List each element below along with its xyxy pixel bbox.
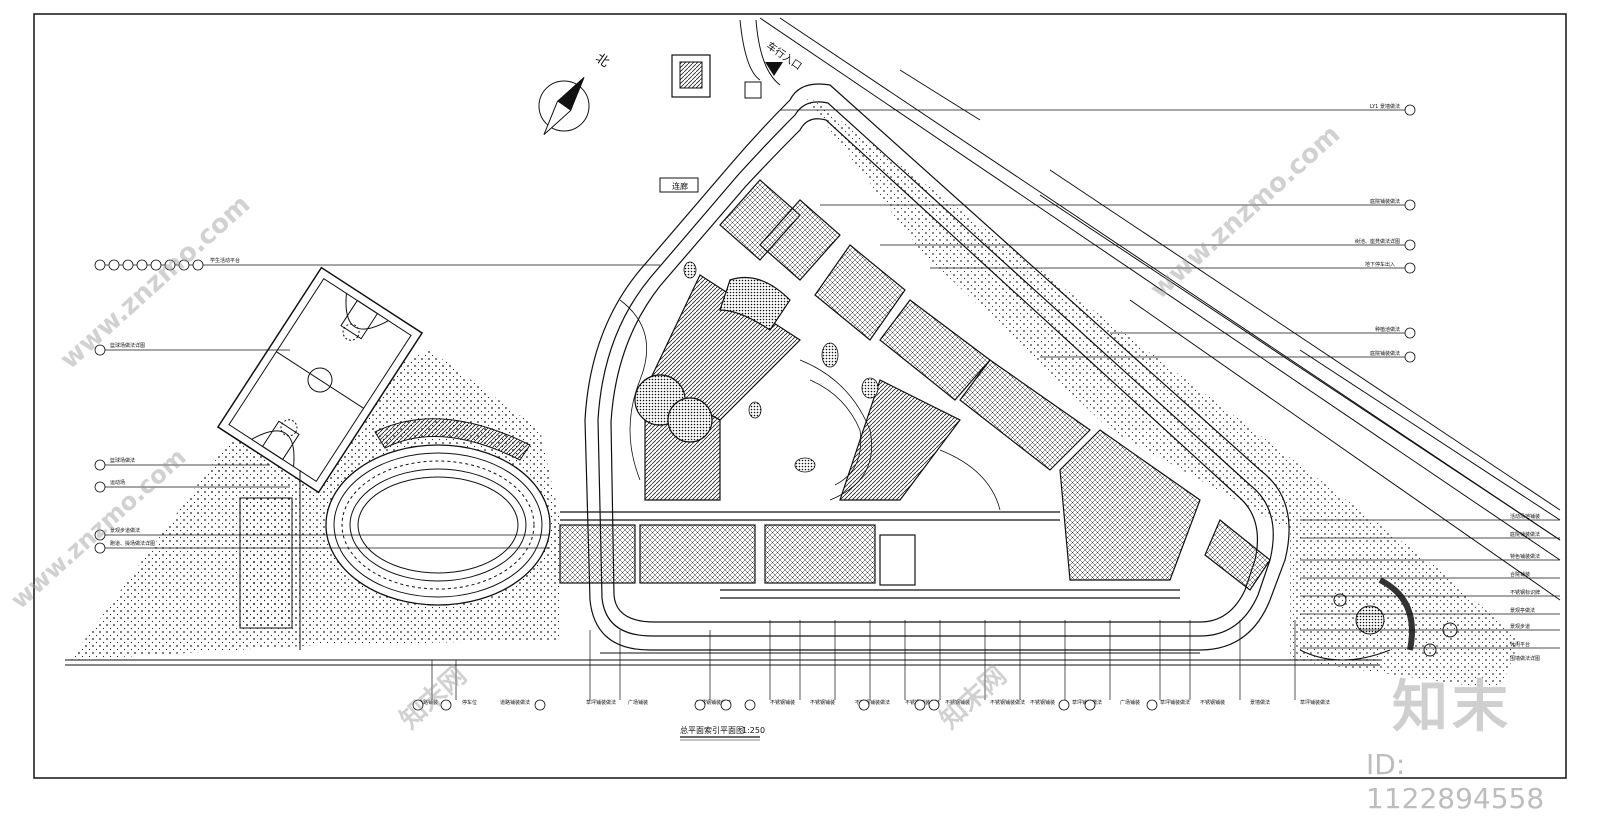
north-arrow-icon bbox=[538, 76, 590, 136]
callout-l-2: 运动场 bbox=[110, 479, 125, 486]
callout-r-3: 地下停车出入 bbox=[1365, 261, 1395, 268]
north-label: 北 bbox=[592, 51, 611, 71]
callout-b-16: 不锈钢铺装 bbox=[1200, 699, 1225, 706]
campus-ring-road bbox=[584, 83, 1290, 651]
callout-b-1: 停车位 bbox=[462, 699, 477, 706]
courtyard-contours bbox=[619, 261, 1001, 511]
callout-r-1: 庭院铺装做法 bbox=[1370, 198, 1400, 205]
callout-left-labels: 篮球场做法详图 篮球场做法 运动场 学生活动平台 景观步道做法 跑道、操场做法详… bbox=[110, 257, 240, 547]
callout-b-17: 景墙做法 bbox=[1250, 699, 1270, 706]
gate-label: 连廊 bbox=[672, 181, 688, 191]
callout-bottom-labels: 道路铺装 停车位 道路铺装做法 草坪铺装做法 广场铺装 不锈钢铺装做法 不锈钢铺… bbox=[418, 699, 1330, 706]
building-blocks bbox=[634, 179, 1271, 591]
callout-b-2: 道路铺装做法 bbox=[500, 699, 530, 706]
drawing-title-block: 总平面索引平面图 1:250 bbox=[680, 725, 765, 741]
callout-b-15: 草坪铺装做法 bbox=[1160, 699, 1190, 706]
callout-bottom-markers bbox=[412, 699, 1158, 711]
callout-b-3: 草坪铺装做法 bbox=[586, 699, 616, 706]
south-pavement-row bbox=[559, 511, 1180, 599]
watermark-1: www.znzmo.com bbox=[55, 189, 257, 375]
basketball-court bbox=[216, 266, 424, 494]
callout-l-0: 篮球场做法详图 bbox=[110, 342, 145, 349]
callout-l-4: 景观步道做法 bbox=[110, 527, 140, 534]
callout-r-12: 景观步道 bbox=[1510, 623, 1530, 630]
callout-b-0: 道路铺装 bbox=[418, 699, 438, 706]
callout-r-5: 庭院铺装做法 bbox=[1370, 350, 1400, 357]
callout-b-14: 广场铺装 bbox=[1120, 699, 1140, 706]
south-boundary bbox=[65, 652, 1380, 666]
callout-r-14: 围墙做法详图 bbox=[1510, 655, 1540, 662]
callout-b-4: 广场铺装 bbox=[628, 699, 648, 706]
callout-l-3: 学生活动平台 bbox=[210, 257, 240, 264]
watermark-2: www.znzmo.com bbox=[1145, 119, 1347, 305]
brand-logo: 知末 bbox=[1392, 675, 1512, 740]
gatehouse bbox=[659, 54, 762, 193]
callout-b-12: 不锈钢铺装 bbox=[1030, 699, 1055, 706]
callout-b-10: 不锈钢铺装 bbox=[945, 699, 970, 706]
landscape-dotted-area-east bbox=[800, 90, 1520, 690]
road-lines bbox=[739, 17, 1561, 601]
callout-right-markers bbox=[1404, 104, 1416, 363]
se-pavilion bbox=[1299, 577, 1458, 661]
callouts-right bbox=[780, 109, 1560, 649]
running-track bbox=[325, 418, 551, 606]
callout-r-2: 树池、座凳做法详图 bbox=[1355, 238, 1400, 245]
callout-r-9: 合院铺装 bbox=[1510, 571, 1530, 578]
callout-b-11: 不锈钢铺装做法 bbox=[990, 699, 1025, 706]
callout-b-8: 不锈钢铺装做法 bbox=[855, 699, 890, 706]
callout-r-10: 不锈钢标识牌 bbox=[1510, 589, 1540, 596]
callout-r-6: 活动场地铺装 bbox=[1510, 513, 1540, 520]
callout-r-11: 景观亭做法 bbox=[1510, 607, 1535, 614]
callout-l-1: 篮球场做法 bbox=[110, 457, 135, 464]
callout-r-13: 休闲平台 bbox=[1510, 641, 1530, 648]
drawing-scale: 1:250 bbox=[742, 726, 765, 735]
callout-b-6: 不锈钢铺装 bbox=[770, 699, 795, 706]
callout-left-markers bbox=[94, 259, 204, 554]
callout-l-5: 跑道、操场做法详图 bbox=[110, 540, 155, 547]
callout-r-0: LY1 景墙做法 bbox=[1370, 103, 1400, 110]
drawing-border bbox=[33, 13, 1567, 779]
callout-r-7: 庭院铺装做法 bbox=[1510, 531, 1540, 538]
west-lawn bbox=[239, 497, 293, 629]
callouts-bottom bbox=[431, 620, 1296, 700]
watermark-4: 知末网 bbox=[395, 661, 473, 735]
callout-r-8: 特色铺装做法 bbox=[1510, 553, 1540, 560]
callout-b-7: 不锈钢铺装 bbox=[810, 699, 835, 706]
callout-b-18: 草坪铺装做法 bbox=[1300, 699, 1330, 706]
callout-r-4: 种植池做法 bbox=[1375, 326, 1400, 333]
callout-right-labels: LY1 景墙做法 庭院铺装做法 树池、座凳做法详图 地下停车出入 种植池做法 庭… bbox=[1355, 103, 1540, 662]
drawing-title: 总平面索引平面图 bbox=[680, 725, 744, 735]
watermark-5: 知末网 bbox=[935, 661, 1013, 735]
image-id-label: ID: 1122894558 bbox=[1366, 748, 1545, 815]
entrance-arrow-icon bbox=[765, 62, 783, 76]
callout-b-5: 不锈钢铺装做法 bbox=[696, 699, 731, 706]
